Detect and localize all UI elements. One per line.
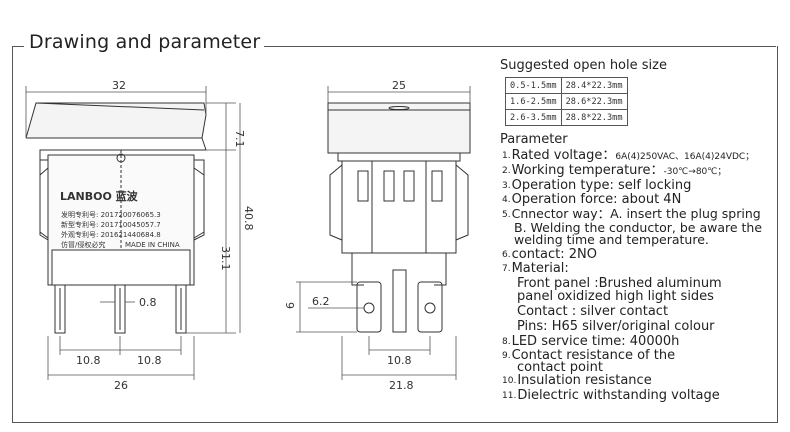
- param-item: contact point: [517, 360, 603, 375]
- dim-body-height: 31.1: [219, 246, 232, 271]
- dim-total-height: 40.8: [242, 206, 255, 231]
- dim-front-base-width: 21.8: [389, 379, 414, 392]
- dim-base-width: 26: [114, 379, 128, 392]
- hole-size: 28.6*22.3mm: [560, 93, 628, 110]
- hole-range: 0.5-1.5mm: [505, 77, 562, 94]
- frame-top-right: [264, 46, 776, 47]
- dim-top-width: 32: [112, 79, 126, 92]
- param-item: 11.Dielectric withstanding voltage: [502, 388, 720, 403]
- drawing-frame: [12, 46, 778, 423]
- dim-front-pitch: 10.8: [387, 354, 412, 367]
- front-view-switch: [327, 102, 471, 333]
- param-item: Pins: H65 silver/original colour: [517, 319, 715, 334]
- param-item: B. Welding the conductor, be aware the: [514, 220, 763, 235]
- dim-pin-offset: 6.2: [312, 295, 330, 308]
- brand-label: LANBOO 蓝波: [60, 189, 139, 203]
- patent-line-3: 外观专利号: 201621440684.8: [61, 230, 161, 239]
- frame-top-left: [12, 46, 24, 47]
- param-item: 8.LED service time: 40000h: [502, 334, 680, 349]
- hole-size-title: Suggested open hole size: [500, 58, 667, 73]
- param-item: Front panel :Brushed aluminum: [517, 276, 722, 291]
- hole-range: 2.6-3.5mm: [505, 109, 562, 126]
- hole-range: 1.6-2.5mm: [505, 93, 562, 110]
- page-title: Drawing and parameter: [27, 31, 263, 53]
- patent-line-2: 新型专利号: 201710045057.7: [61, 220, 161, 229]
- side-view-switch: [25, 102, 207, 334]
- param-item: 9.Contact resistance of the: [502, 348, 676, 363]
- param-item: 1.Rated voltage：6A(4)250VAC、16A(4)24VDC；: [502, 148, 755, 163]
- param-item: 5.Cnnector way：A. insert the plug spring: [502, 206, 761, 221]
- param-item: 3.Operation type: self locking: [502, 178, 692, 193]
- dim-pin-height: 9: [283, 302, 296, 309]
- param-item: welding time and temperature.: [514, 232, 709, 247]
- param-item: 2.Working temperature：-30℃→80℃；: [502, 163, 727, 178]
- dim-front-top-width: 25: [392, 79, 406, 92]
- param-item: 6.contact: 2NO: [502, 247, 597, 262]
- param-item: 10.Insulation resistance: [502, 373, 652, 388]
- parameter-title: Parameter: [500, 132, 568, 147]
- param-item: panel oxidized high light sides: [517, 289, 714, 304]
- hole-size: 28.4*22.3mm: [560, 77, 628, 94]
- origin-label: MADE IN CHINA: [125, 241, 180, 249]
- hole-size: 28.8*22.3mm: [560, 109, 628, 126]
- param-item: Contact : silver contact: [517, 304, 669, 319]
- param-item: 7.Material:: [502, 261, 569, 276]
- notice-label: 仿冒/侵权必究: [61, 240, 105, 249]
- dim-cap-height: 7.1: [233, 130, 246, 148]
- dim-pitch-right: 10.8: [137, 354, 162, 367]
- patent-line-1: 发明专利号: 201720076065.3: [61, 210, 161, 219]
- dim-pin-width: 0.8: [139, 296, 157, 309]
- param-item: 4.Operation force: about 4N: [502, 192, 682, 207]
- dim-pitch-left: 10.8: [76, 354, 101, 367]
